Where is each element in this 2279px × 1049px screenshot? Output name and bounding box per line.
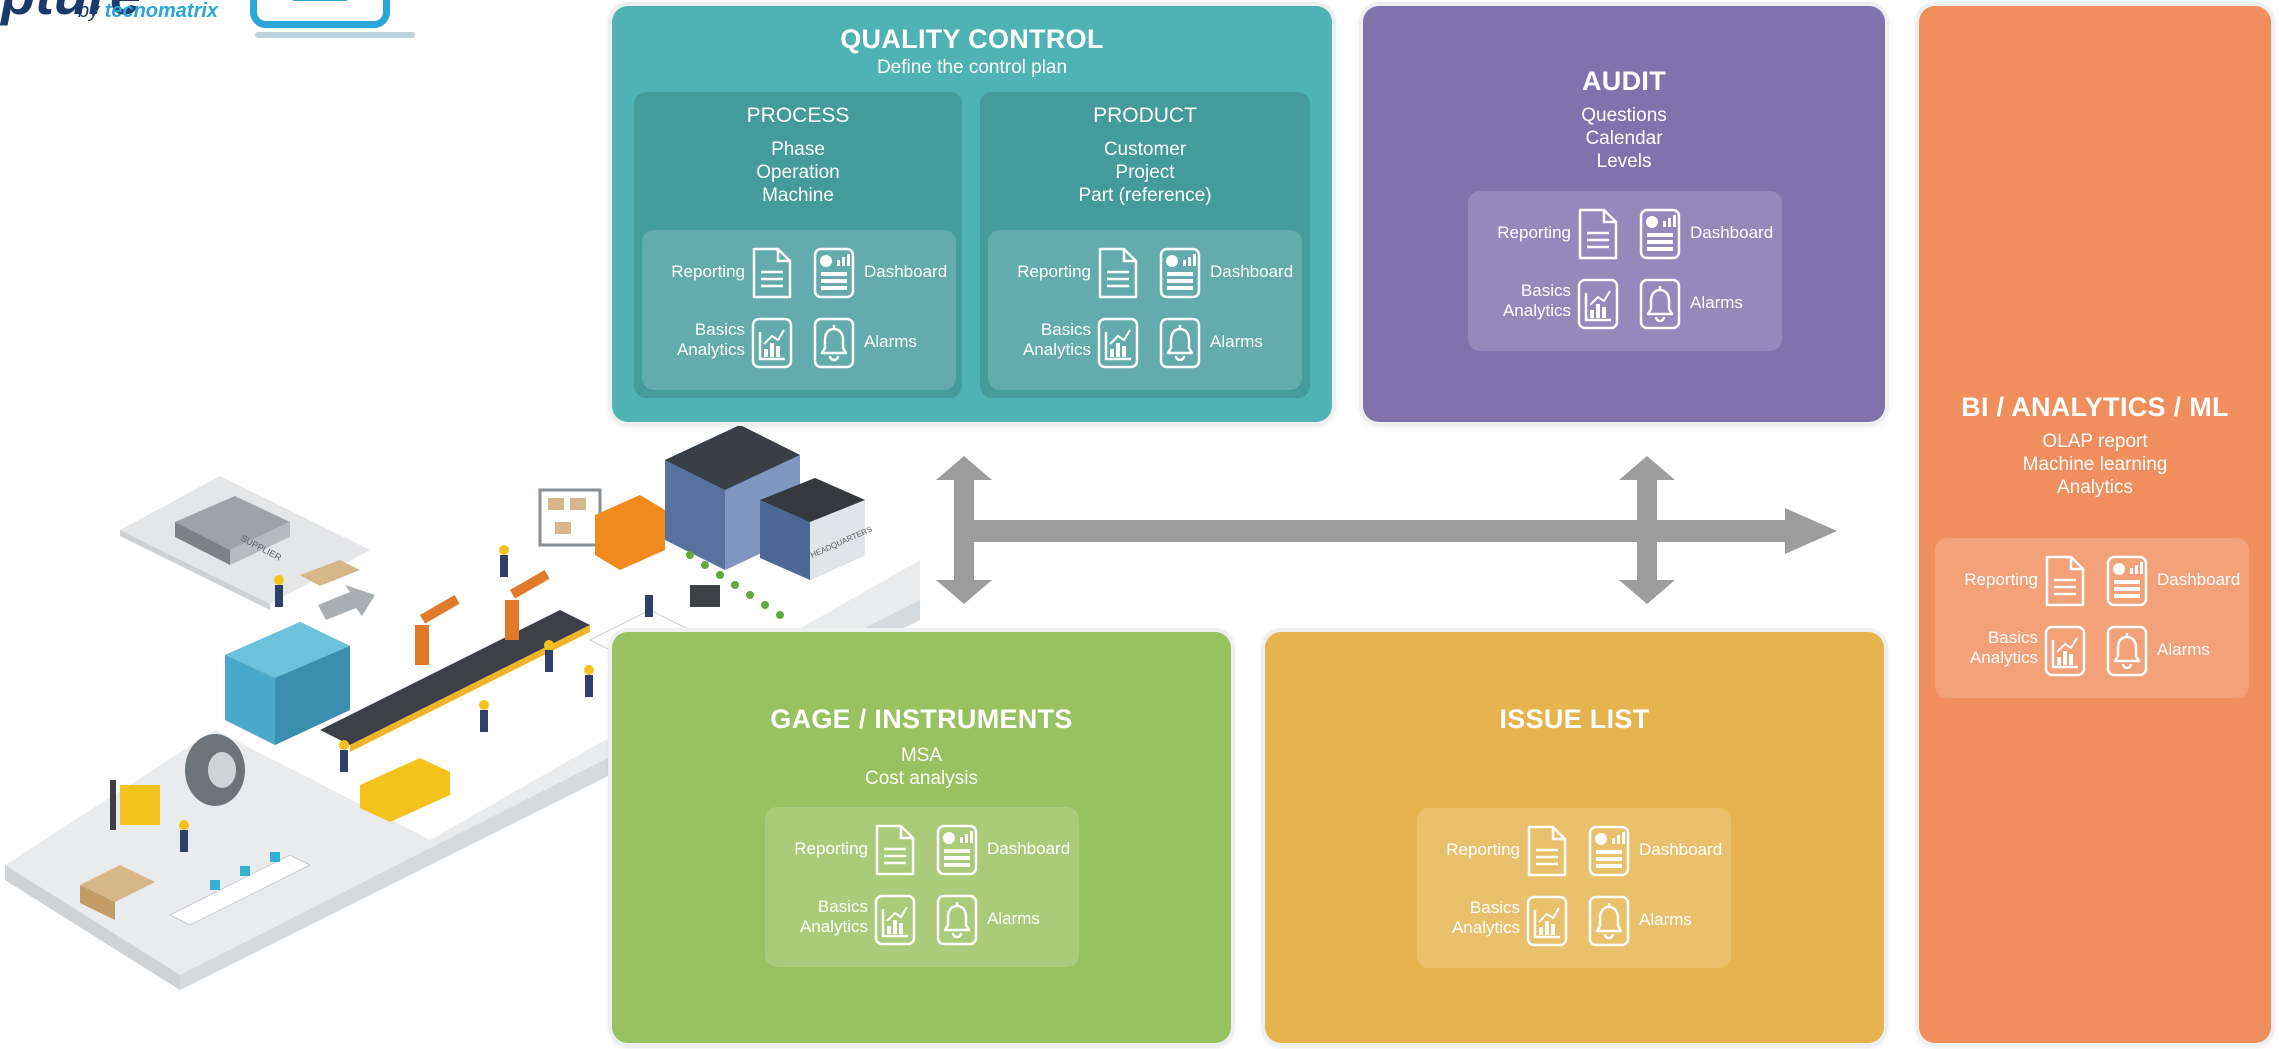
gage-instruments-title: GAGE / INSTRUMENTS xyxy=(770,704,1073,734)
arrow-right-down-head xyxy=(1619,580,1675,604)
arrow-left-down-head xyxy=(936,580,992,604)
arrow-horizontal-shaft xyxy=(960,520,1790,542)
bi-analytics-panel: BI / ANALYTICS / ML OLAP report Machine … xyxy=(1919,6,2271,1043)
gage-instruments-panel: GAGE / INSTRUMENTS MSA Cost analysis Rep… xyxy=(612,632,1231,1043)
worker xyxy=(275,585,283,607)
truck xyxy=(595,495,665,570)
dashboard-label: Dashboard xyxy=(1690,223,1774,242)
reporting-icon[interactable] xyxy=(750,246,794,300)
process-lines: Phase Operation Machine xyxy=(756,139,840,206)
dashboard-label: Dashboard xyxy=(987,839,1071,858)
quality-control-panel: QUALITY CONTROL Define the control plan … xyxy=(612,6,1332,422)
logo-monitor-icon xyxy=(250,0,390,28)
audit-lines: Questions Calendar Levels xyxy=(1581,105,1667,172)
alarms-label: Alarms xyxy=(1210,332,1263,351)
product-title: PRODUCT xyxy=(1093,104,1197,127)
dashboard-label: Dashboard xyxy=(1639,840,1723,859)
gage-instruments-lines: MSA Cost analysis xyxy=(865,745,978,789)
process-title: PROCESS xyxy=(746,104,850,127)
process-box: PROCESS Phase Operation Machine Reportin… xyxy=(634,92,962,398)
dashboard-icon[interactable] xyxy=(935,823,979,877)
product-lines: Customer Project Part (reference) xyxy=(1078,139,1212,206)
alarms-icon[interactable] xyxy=(2105,624,2149,678)
bi-analytics-title: BI / ANALYTICS / ML xyxy=(1961,392,2229,422)
reporting-label: Reporting xyxy=(794,839,868,858)
audit-title: AUDIT xyxy=(1582,66,1666,96)
arrow-right-head xyxy=(1785,508,1837,554)
basics-analytics-icon[interactable] xyxy=(1576,277,1620,331)
audit-panel: AUDIT Questions Calendar Levels Reportin… xyxy=(1363,6,1885,422)
basics-analytics-icon[interactable] xyxy=(750,316,794,370)
reporting-label: Reporting xyxy=(1964,570,2038,589)
reporting-label: Reporting xyxy=(1017,262,1091,281)
reporting-label: Reporting xyxy=(1497,223,1571,242)
bi-analytics-lines: OLAP report Machine learning Analytics xyxy=(2022,431,2168,498)
reporting-label: Reporting xyxy=(671,262,745,281)
reporting-label: Reporting xyxy=(1446,840,1520,859)
arrow-left-up-head xyxy=(936,456,992,480)
factory-floor xyxy=(5,560,920,990)
alarms-icon[interactable] xyxy=(1158,316,1202,370)
dashboard-label: Dashboard xyxy=(1210,262,1294,281)
reporting-icon[interactable] xyxy=(1525,824,1569,878)
alarms-icon[interactable] xyxy=(1587,894,1631,948)
dashboard-icon[interactable] xyxy=(1587,824,1631,878)
dashboard-label: Dashboard xyxy=(864,262,948,281)
reporting-icon[interactable] xyxy=(1576,207,1620,261)
alarms-icon[interactable] xyxy=(1638,277,1682,331)
basics-analytics-icon[interactable] xyxy=(873,893,917,947)
dashboard-label: Dashboard xyxy=(2157,570,2241,589)
dashboard-icon[interactable] xyxy=(1158,246,1202,300)
logo-byline: by tecnomatrix xyxy=(78,0,218,23)
alarms-label: Alarms xyxy=(1639,910,1692,929)
dashboard-icon[interactable] xyxy=(812,246,856,300)
reporting-icon[interactable] xyxy=(1096,246,1140,300)
conveyor xyxy=(320,610,590,745)
arrow-right-up-head xyxy=(1619,456,1675,480)
reporting-icon[interactable] xyxy=(2043,554,2087,608)
quality-control-title: QUALITY CONTROL xyxy=(840,24,1104,54)
reporting-icon[interactable] xyxy=(873,823,917,877)
logo-by: by xyxy=(78,0,100,22)
quality-control-subtitle: Define the control plan xyxy=(876,57,1068,78)
basics-analytics-icon[interactable] xyxy=(1096,316,1140,370)
connector-arrows xyxy=(936,456,1837,604)
issue-list-title: ISSUE LIST xyxy=(1499,704,1650,734)
alarms-label: Alarms xyxy=(1690,293,1743,312)
logo: apture by tecnomatrix xyxy=(0,0,420,40)
alarms-label: Alarms xyxy=(987,909,1040,928)
dashboard-icon[interactable] xyxy=(1638,207,1682,261)
basics-analytics-icon[interactable] xyxy=(2043,624,2087,678)
alarms-label: Alarms xyxy=(864,332,917,351)
basics-analytics-icon[interactable] xyxy=(1525,894,1569,948)
forklift xyxy=(120,785,160,825)
alarms-icon[interactable] xyxy=(935,893,979,947)
dashboard-icon[interactable] xyxy=(2105,554,2149,608)
alarms-label: Alarms xyxy=(2157,640,2210,659)
logo-brand: tecnomatrix xyxy=(104,0,219,22)
alarms-icon[interactable] xyxy=(812,316,856,370)
logo-wordmark: apture xyxy=(0,0,141,27)
product-box: PRODUCT Customer Project Part (reference… xyxy=(980,92,1310,398)
